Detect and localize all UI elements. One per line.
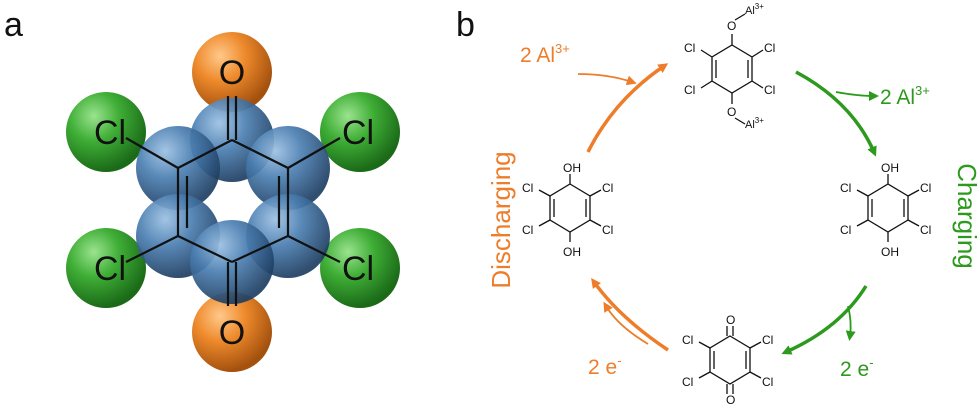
- hq-right-cl-br: Cl: [920, 223, 931, 237]
- hq-right-oh-top: OH: [881, 161, 899, 175]
- e-in-arrow: [603, 301, 649, 345]
- chlorine-sphere-top-left: [66, 92, 146, 172]
- al-phenolate-al-top: Al3+: [745, 2, 764, 17]
- chlorine-label-top-right: Cl: [342, 114, 374, 152]
- e-out-label: 2 e-: [840, 355, 874, 381]
- al-phenolate-cl-tr: Cl: [764, 41, 775, 55]
- al-phenolate-o-top: O: [727, 19, 736, 33]
- charge-arrow-bottom: [781, 285, 868, 355]
- e-in-label: 2 e-: [588, 353, 622, 379]
- chlorine-label-bottom-right: Cl: [342, 250, 374, 288]
- molecule-hydroquinone-right: [856, 174, 920, 242]
- chloranil-cl-bl: Cl: [682, 375, 693, 389]
- hq-left-oh-top: OH: [563, 161, 581, 175]
- al-phenolate-cl-tl: Cl: [684, 41, 695, 55]
- chloranil-cl-br: Cl: [762, 375, 773, 389]
- hq-right-cl-tl: Cl: [840, 181, 851, 195]
- chlorine-sphere-top-right: [320, 92, 400, 172]
- hq-left-cl-tl: Cl: [522, 181, 533, 195]
- al-out-arrow: [835, 90, 879, 101]
- al-phenolate-o-bottom: O: [727, 105, 736, 119]
- hq-left-cl-bl: Cl: [522, 223, 533, 237]
- e-out-arrow: [845, 305, 856, 341]
- hq-left-cl-br: Cl: [602, 223, 613, 237]
- chlorine-sphere-bottom-left: [66, 228, 146, 308]
- chlorine-label-bottom-left: Cl: [94, 250, 126, 288]
- oxygen-label-top: O: [219, 54, 245, 92]
- hq-right-cl-tr: Cl: [920, 181, 931, 195]
- molecule-hydroquinone-left: [538, 174, 602, 242]
- panel-b-label: b: [456, 6, 475, 44]
- chloranil-o-bottom: O: [726, 393, 735, 404]
- discharge-arrow-top: [586, 63, 669, 153]
- al-phenolate-cl-br: Cl: [764, 83, 775, 97]
- oxygen-label-bottom: O: [219, 314, 245, 352]
- charge-arrow-top: [795, 70, 877, 157]
- chlorine-sphere-bottom-right: [320, 228, 400, 308]
- chloranil-cl-tr: Cl: [762, 333, 773, 347]
- oxygen-sphere-top: [192, 32, 272, 112]
- hq-right-cl-bl: Cl: [840, 223, 851, 237]
- charging-label: Charging: [952, 163, 980, 269]
- al-phenolate-cl-bl: Cl: [684, 83, 695, 97]
- hq-left-cl-tr: Cl: [602, 181, 613, 195]
- oxygen-sphere-bottom: [192, 292, 272, 372]
- ball-and-stick-model: O O Cl Cl Cl Cl: [66, 32, 400, 372]
- molecule-chloranil: [698, 326, 762, 394]
- chloranil-cl-tl: Cl: [682, 333, 693, 347]
- molecule-al-phenolate: [700, 13, 764, 125]
- al-out-label: 2 Al3+: [880, 83, 930, 109]
- hq-right-oh-bottom: OH: [881, 245, 899, 259]
- al-in-arrow: [577, 73, 637, 86]
- chloranil-o-top: O: [726, 313, 735, 327]
- al-in-label: 2 Al3+: [520, 41, 570, 67]
- chlorine-label-top-left: Cl: [94, 114, 126, 152]
- discharging-label: Discharging: [486, 151, 516, 288]
- discharge-arrow-bottom: [591, 277, 669, 352]
- al-phenolate-al-bottom: Al3+: [745, 116, 764, 131]
- model-bonds: [125, 96, 341, 306]
- panel-a-label: a: [4, 6, 23, 44]
- hq-left-oh-bottom: OH: [563, 245, 581, 259]
